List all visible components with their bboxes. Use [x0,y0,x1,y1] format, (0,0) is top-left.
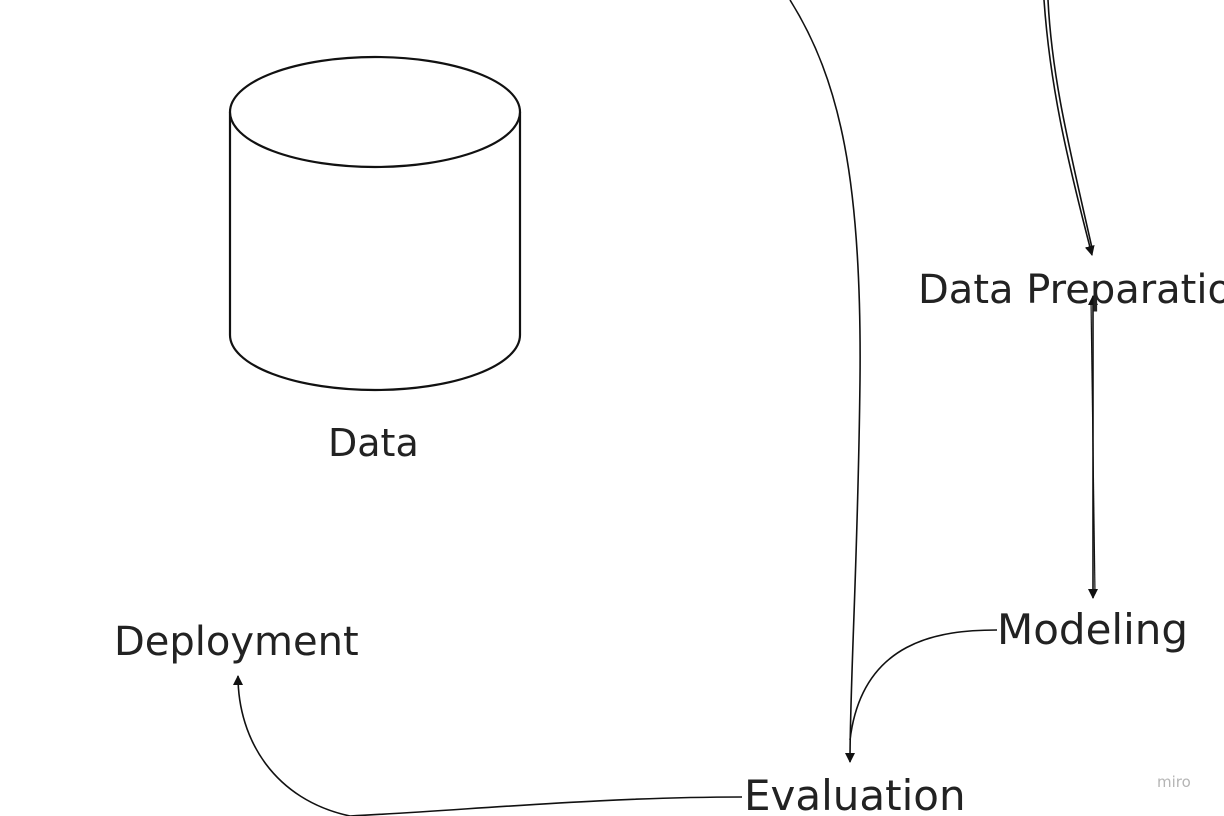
edge-evaluation-to-deployment[interactable] [233,675,743,816]
data-preparation-label[interactable]: Data Preparation [918,267,1224,313]
edge-top-to-data-preparation[interactable] [1043,0,1095,256]
deployment-label[interactable]: Deployment [114,619,359,665]
data-label[interactable]: Data [328,421,419,465]
edge-top-to-evaluation[interactable] [789,0,861,763]
data-cylinder[interactable] [228,55,522,392]
modeling-label[interactable]: Modeling [997,605,1189,654]
edge-data-preparation-modeling[interactable] [1088,295,1098,599]
evaluation-label[interactable]: Evaluation [744,771,966,816]
miro-watermark: miro [1157,773,1191,791]
edge-modeling-to-evaluation[interactable] [849,629,998,741]
